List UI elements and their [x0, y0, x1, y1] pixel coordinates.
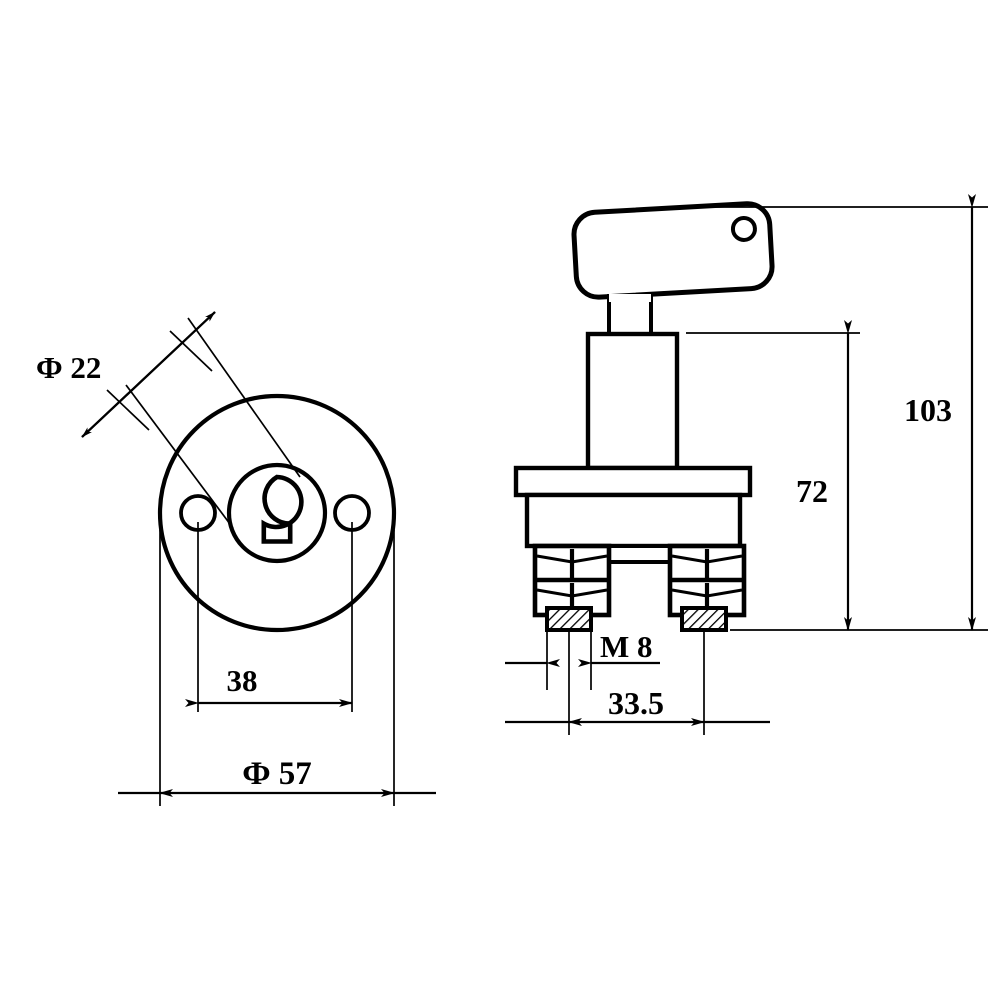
- terminal-pitch-dimension: 33.5: [505, 632, 770, 735]
- thread-size-dimension: M 8: [505, 629, 660, 690]
- bore-dimension-tick-lower: [106, 389, 150, 431]
- terminal-pitch-label: 33.5: [608, 685, 664, 721]
- keyhole-aperture: [261, 474, 304, 544]
- handle-lever: [571, 201, 775, 300]
- flange-diameter-dimension: Ф 57: [118, 530, 436, 806]
- bore-dimension-tick-upper: [169, 330, 213, 372]
- flange-diameter-label: Ф 57: [242, 756, 312, 792]
- front-view: Ф 22 38 Ф 57: [36, 311, 436, 806]
- side-view: 103 72 M 8: [505, 194, 988, 735]
- left-upper-nut-chamfer: [536, 554, 608, 564]
- right-upper-nut-chamfer: [671, 554, 743, 564]
- right-terminal-stud: [667, 543, 747, 632]
- thread-size-label: M 8: [600, 629, 653, 664]
- mounting-flange-plate: [513, 465, 753, 498]
- switch-body: [524, 492, 743, 549]
- bore-diameter-label: Ф 22: [36, 350, 101, 385]
- bore-diameter-dimension: Ф 22: [36, 311, 301, 529]
- left-threaded-stud: [545, 606, 593, 632]
- upper-barrel: [585, 331, 680, 471]
- hole-pitch-dimension: 38: [185, 522, 353, 712]
- body-height-label: 72: [796, 473, 828, 509]
- handle-body: [571, 201, 775, 300]
- left-terminal-stud: [532, 543, 612, 632]
- right-threaded-stud: [680, 606, 728, 632]
- overall-height-label: 103: [904, 392, 952, 428]
- overall-height-dimension: 103: [712, 194, 988, 631]
- left-lower-nut-chamfer: [536, 588, 608, 598]
- bore-dimension-leader-lower: [81, 311, 216, 438]
- right-lower-nut-chamfer: [671, 588, 743, 598]
- bore-dimension-reference-line-2: [125, 384, 234, 529]
- body-height-dimension: 72: [686, 320, 860, 631]
- bore-dimension-reference-line: [187, 317, 301, 478]
- hole-pitch-label: 38: [227, 663, 258, 698]
- handle-stem-joint: [609, 294, 651, 302]
- handle-hole: [730, 215, 757, 242]
